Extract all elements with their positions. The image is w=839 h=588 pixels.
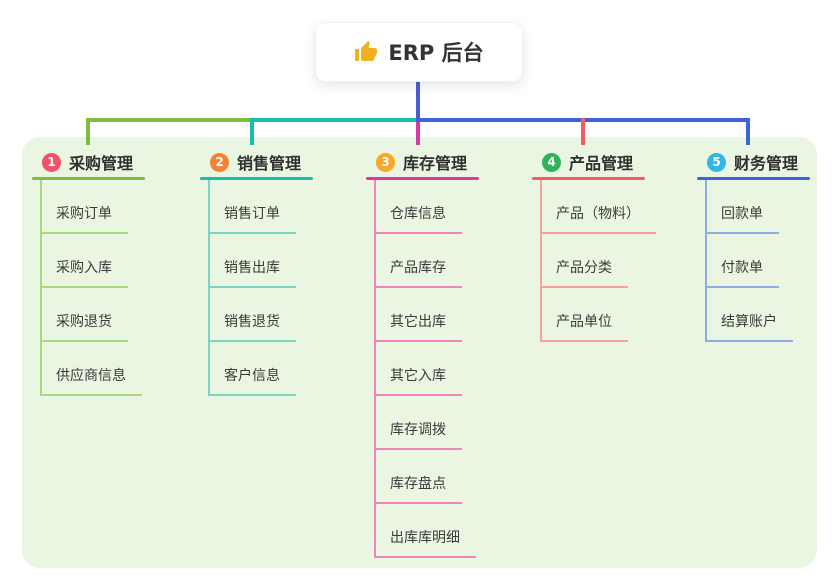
child-node[interactable]: 采购入库 (42, 234, 128, 288)
child-node[interactable]: 产品（物料） (542, 180, 656, 234)
branch-underline (200, 177, 313, 180)
branch-underline (697, 177, 810, 180)
child-node[interactable]: 产品单位 (542, 288, 628, 342)
child-node[interactable]: 产品分类 (542, 234, 628, 288)
branch-sales-header[interactable]: 2 销售管理 (200, 147, 313, 177)
connector-drop-inventory (416, 122, 420, 145)
branch-number-badge: 1 (42, 152, 61, 172)
connector-drop-finance (746, 118, 750, 145)
child-node[interactable]: 销售订单 (210, 180, 296, 234)
root-label: ERP 后台 (388, 41, 484, 65)
branch-number-badge: 4 (542, 152, 561, 172)
child-label: 客户信息 (210, 365, 296, 396)
child-label: 仓库信息 (376, 203, 462, 234)
branch-children: 回款单 付款单 结算账户 (705, 180, 793, 342)
branch-label: 采购管理 (69, 154, 134, 173)
branch-label: 产品管理 (569, 154, 634, 173)
branch-underline (366, 177, 479, 180)
branch-children: 销售订单 销售出库 销售退货 客户信息 (208, 180, 296, 396)
branch-sales: 2 销售管理 销售订单 销售出库 销售退货 客户信息 (200, 147, 313, 396)
branch-product: 4 产品管理 产品（物料） 产品分类 产品单位 (532, 147, 656, 342)
child-label: 库存盘点 (376, 473, 462, 504)
branch-number-badge: 5 (707, 152, 726, 172)
connector-bus-teal (250, 118, 420, 122)
child-node[interactable]: 出库库明细 (376, 504, 476, 558)
child-node[interactable]: 库存调拨 (376, 396, 462, 450)
connector-drop-purchase (86, 118, 90, 145)
child-label: 供应商信息 (42, 365, 142, 396)
connector-root-trunk (416, 82, 420, 122)
child-label: 销售订单 (210, 203, 296, 234)
child-label: 结算账户 (707, 311, 793, 342)
child-label: 产品库存 (376, 257, 462, 288)
connector-drop-sales (250, 118, 254, 145)
child-node[interactable]: 其它出库 (376, 288, 462, 342)
child-node[interactable]: 销售退货 (210, 288, 296, 342)
child-node[interactable]: 销售出库 (210, 234, 296, 288)
child-node[interactable]: 回款单 (707, 180, 779, 234)
root-node[interactable]: ERP 后台 (315, 22, 523, 82)
connector-bus-green (86, 118, 254, 122)
branch-purchase: 1 采购管理 采购订单 采购入库 采购退货 供应商信息 (32, 147, 145, 396)
child-node[interactable]: 仓库信息 (376, 180, 462, 234)
child-label: 销售退货 (210, 311, 296, 342)
branch-label: 库存管理 (403, 154, 468, 173)
child-node[interactable]: 采购退货 (42, 288, 128, 342)
child-node[interactable]: 采购订单 (42, 180, 128, 234)
branch-finance-header[interactable]: 5 财务管理 (697, 147, 810, 177)
connector-drop-product (581, 118, 585, 145)
branches-panel (22, 137, 817, 568)
branch-number-badge: 2 (210, 152, 229, 172)
child-label: 出库库明细 (376, 527, 476, 558)
branch-product-header[interactable]: 4 产品管理 (532, 147, 656, 177)
child-node[interactable]: 库存盘点 (376, 450, 462, 504)
child-node[interactable]: 客户信息 (210, 342, 296, 396)
thumbs-up-icon (355, 41, 378, 61)
child-node[interactable]: 供应商信息 (42, 342, 142, 396)
branch-inventory: 3 库存管理 仓库信息 产品库存 其它出库 其它入库 库存调拨 库存盘点 出库库… (366, 147, 479, 558)
branch-children: 仓库信息 产品库存 其它出库 其它入库 库存调拨 库存盘点 出库库明细 (374, 180, 476, 558)
branch-number-badge: 3 (376, 152, 395, 172)
child-label: 产品分类 (542, 257, 628, 288)
child-label: 采购入库 (42, 257, 128, 288)
branch-underline (32, 177, 145, 180)
child-label: 库存调拨 (376, 419, 462, 450)
branch-finance: 5 财务管理 回款单 付款单 结算账户 (697, 147, 810, 342)
child-label: 采购订单 (42, 203, 128, 234)
child-node[interactable]: 付款单 (707, 234, 779, 288)
branch-children: 产品（物料） 产品分类 产品单位 (540, 180, 656, 342)
branch-label: 销售管理 (237, 154, 302, 173)
child-label: 付款单 (707, 257, 779, 288)
child-node[interactable]: 产品库存 (376, 234, 462, 288)
child-node[interactable]: 其它入库 (376, 342, 462, 396)
branch-children: 采购订单 采购入库 采购退货 供应商信息 (40, 180, 142, 396)
child-label: 其它出库 (376, 311, 462, 342)
branch-inventory-header[interactable]: 3 库存管理 (366, 147, 479, 177)
child-label: 回款单 (707, 203, 779, 234)
child-label: 产品单位 (542, 311, 628, 342)
branch-label: 财务管理 (734, 154, 799, 173)
child-label: 产品（物料） (542, 203, 656, 234)
child-node[interactable]: 结算账户 (707, 288, 793, 342)
child-label: 其它入库 (376, 365, 462, 396)
branch-purchase-header[interactable]: 1 采购管理 (32, 147, 145, 177)
branch-underline (532, 177, 645, 180)
child-label: 采购退货 (42, 311, 128, 342)
child-label: 销售出库 (210, 257, 296, 288)
